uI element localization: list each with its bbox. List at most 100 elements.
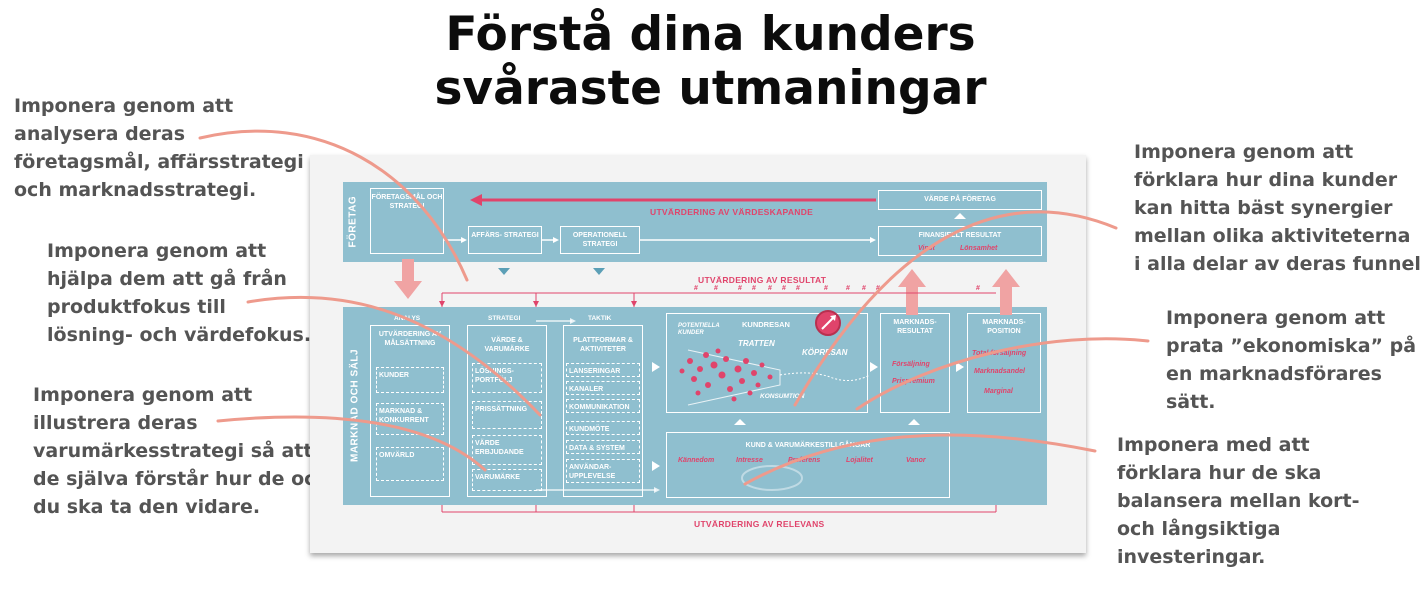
label-customer-journey: KUNDRESAN: [742, 320, 790, 329]
customer-dot: [743, 358, 749, 364]
customer-dot: [767, 374, 773, 380]
note-line: du ska ta den vidare.: [33, 496, 261, 518]
note-line: prata ”ekonomiska” på: [1166, 335, 1417, 357]
note-line: investeringar.: [1117, 546, 1266, 568]
customer-dot: [691, 376, 697, 382]
note-line: Imponera genom att: [1166, 307, 1386, 329]
customer-dot: [687, 358, 693, 364]
customer-dot: [727, 386, 733, 392]
note-investment-balance: Imponera med att förklara hur de ska bal…: [1117, 431, 1359, 571]
hash-mark: #: [694, 285, 698, 292]
platforms-label: PLATTFORMAR & AKTIVITETER: [573, 337, 633, 353]
label-relevance-eval: UTVÄRDERING AV RELEVANS: [694, 519, 825, 529]
tactic-item-data: DATA & SYSTEM: [566, 440, 640, 454]
customer-dot: [747, 390, 753, 396]
note-line: kan hitta bäst synergier: [1134, 197, 1393, 219]
note-line: Imponera genom att: [1134, 141, 1354, 163]
note-line: Imponera genom att: [14, 95, 234, 117]
note-value-focus: Imponera genom att hjälpa dem att gå frå…: [47, 237, 311, 349]
note-line: lösning- och värdefokus.: [47, 324, 312, 346]
customer-dot: [705, 382, 711, 388]
flow-arrow-head: [553, 237, 559, 243]
label-consumption: KONSUMTION: [760, 393, 805, 400]
tactic-item-launches: LANSERINGAR: [566, 363, 640, 377]
customer-dot: [723, 356, 729, 362]
page-title: Förstå dina kunders svåraste utmaningar: [0, 8, 1421, 116]
note-line: hjälpa dem att gå från: [47, 268, 287, 290]
title-line-2: svåraste utmaningar: [434, 61, 987, 116]
right-triangle: [652, 362, 660, 372]
up-triangle: [908, 419, 920, 425]
note-economics: Imponera genom att prata ”ekonomiska” på…: [1166, 304, 1416, 416]
journey-path: [779, 372, 871, 381]
note-line: analysera deras: [14, 123, 186, 145]
customer-dot: [710, 361, 718, 369]
customer-dots: [679, 348, 773, 402]
box-company-value: VÄRDE PÅ FÖRETAG: [878, 190, 1042, 210]
label-value-creation-eval: UTVÄRDERING AV VÄRDESKAPANDE: [650, 207, 814, 217]
customer-dot: [695, 390, 701, 396]
note-line: förklara hur dina kunder: [1134, 169, 1398, 191]
customer-dot: [759, 362, 765, 368]
note-line: balansera mellan kort-: [1117, 490, 1360, 512]
customer-dot: [697, 366, 703, 372]
diagram-graphics: [394, 194, 1020, 513]
right-triangle: [652, 461, 660, 471]
eval-tick-head: [631, 301, 637, 307]
hash-mark: #: [714, 285, 718, 292]
note-line: en marknadsförares: [1166, 363, 1382, 385]
right-triangle: [870, 362, 878, 372]
brain-icon: [741, 465, 803, 491]
diagram-card: FÖRETAG MARKNAD OCH SÄLJ FÖRETAGSMÅL OCH…: [310, 155, 1086, 553]
hash-mark: #: [768, 285, 772, 292]
funnel-outline: [687, 349, 781, 406]
note-line: Imponera med att: [1117, 434, 1310, 456]
customer-dot: [731, 396, 737, 402]
customer-dot: [751, 370, 757, 376]
flow-arrow-head: [461, 237, 467, 243]
note-line: illustrera deras: [33, 412, 198, 434]
title-line-1: Förstå dina kunders: [445, 7, 976, 62]
eval-tick-head: [439, 301, 445, 307]
right-triangle: [956, 362, 964, 372]
customer-dot: [739, 378, 745, 384]
pink-down-arrow: [394, 259, 422, 299]
note-line: produktfokus till: [47, 296, 226, 318]
note-funnel-synergies: Imponera genom att förklara hur dina kun…: [1134, 138, 1421, 278]
note-line: Imponera genom att: [47, 240, 267, 262]
strategy-item-brand: VARUMÄRKE: [472, 469, 542, 491]
hash-mark: #: [738, 285, 742, 292]
up-triangle: [954, 213, 966, 219]
tactic-item-ux: ANVÄNDAR- UPPLEVELSE: [566, 459, 640, 483]
label-potential-customers: POTENTIELLA KUNDER: [678, 323, 720, 336]
note-line: de själva förstår hur de och: [33, 468, 329, 490]
label-awareness: Kännedom: [678, 457, 715, 464]
tactic-item-communication: KOMMUNIKATION: [566, 399, 640, 413]
customer-dot: [703, 352, 709, 358]
tactic-item-meetings: KUNDMÖTE: [566, 421, 640, 435]
eval-tick-head: [533, 301, 539, 307]
box-business-strategy: AFFÄRS- STRATEGI: [468, 226, 542, 254]
note-line: sätt.: [1166, 391, 1216, 413]
hash-mark: #: [752, 285, 756, 292]
label-result-eval: UTVÄRDERING AV RESULTAT: [698, 275, 827, 285]
up-triangle: [734, 419, 746, 425]
note-line: förklara hur de ska: [1117, 462, 1322, 484]
note-line: företagsmål, affärsstrategi: [14, 151, 304, 173]
box-operational-strategy: OPERATIONELL STRATEGI: [560, 226, 640, 254]
flow-arrow-head: [870, 237, 876, 243]
note-line: Imponera genom att: [33, 384, 253, 406]
customer-dot: [755, 382, 761, 388]
customer-dot: [718, 371, 726, 379]
note-line: mellan olika aktiviteterna: [1134, 225, 1411, 247]
note-brand-strategy: Imponera genom att illustrera deras varu…: [33, 381, 329, 521]
down-triangle: [498, 268, 510, 275]
customer-dot: [715, 348, 721, 354]
pink-up-arrow: [992, 269, 1020, 315]
note-line: och marknadsstrategi.: [14, 179, 257, 201]
header-tactics: TAKTIK: [588, 315, 612, 322]
note-line: i alla delar av deras funnel.: [1134, 253, 1421, 275]
tactic-item-channels: KANALER: [566, 381, 640, 395]
value-arrow-head: [470, 194, 482, 206]
hash-mark: #: [782, 285, 786, 292]
